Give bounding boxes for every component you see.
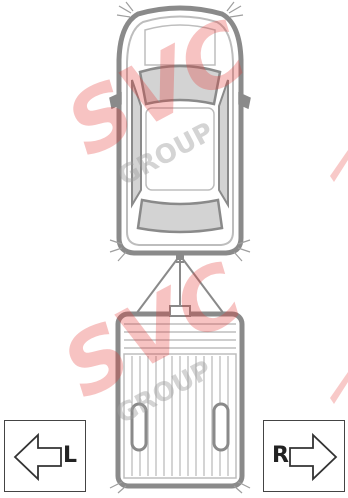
trailer-right-wheel (214, 404, 228, 450)
watermark-edge-bottom (330, 372, 348, 404)
front-right-light-rays (227, 2, 243, 17)
watermark-edge-top (330, 150, 348, 182)
left-direction-label: L (63, 445, 77, 467)
left-direction-button[interactable]: L (4, 420, 86, 492)
front-left-light-rays (117, 2, 133, 17)
right-direction-label: R (272, 445, 289, 467)
right-direction-button[interactable]: R (263, 420, 345, 492)
car-rear-window (138, 200, 222, 232)
